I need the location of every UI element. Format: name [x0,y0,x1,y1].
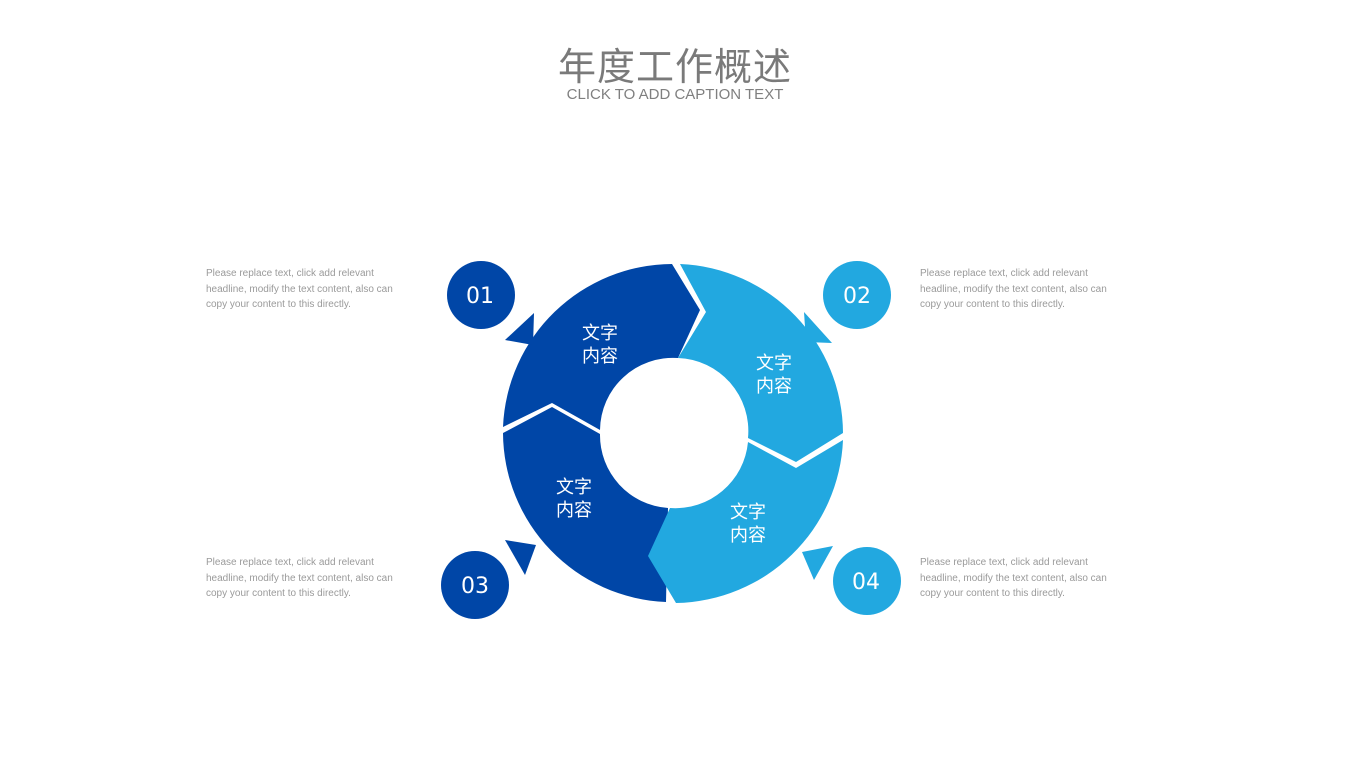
segment-02-label-line1: 文字 [756,353,792,374]
page-title: 年度工作概述 [557,45,792,89]
segment-04 [648,440,843,603]
segment-01-label-line2: 内容 [582,346,618,367]
segment-03-label-line2: 内容 [556,500,592,521]
page-subtitle: CLICK TO ADD CAPTION TEXT [566,86,784,103]
pointer-04 [802,546,833,580]
segment-02 [678,264,843,462]
badge-04-number: 04 [852,570,880,595]
segment-03 [503,407,668,602]
badge-04-circle [833,547,901,615]
pointer-03 [505,540,536,575]
pointer-01 [505,313,534,345]
segment-04-label-line2: 内容 [730,525,766,546]
segment-04-label-line1: 文字 [730,502,766,523]
description-01: Please replace text, click add relevant … [206,268,393,310]
segment-01-label-line1: 文字 [582,323,618,344]
segment-02-label-line2: 内容 [756,376,792,397]
ring [503,264,843,603]
segment-03-label-line1: 文字 [556,477,592,498]
segment-01 [503,264,700,430]
badge-02-number: 02 [843,284,871,309]
badge-03-number: 03 [461,574,489,599]
badge-01-number: 01 [466,284,494,309]
badge-02-circle [823,261,891,329]
description-03: Please replace text, click add relevant … [206,557,393,599]
badge-03-circle [441,551,509,619]
description-04: Please replace text, click add relevant … [920,557,1107,599]
badge-01-circle [447,261,515,329]
description-02: Please replace text, click add relevant … [920,268,1107,310]
pointer-02 [804,312,832,343]
